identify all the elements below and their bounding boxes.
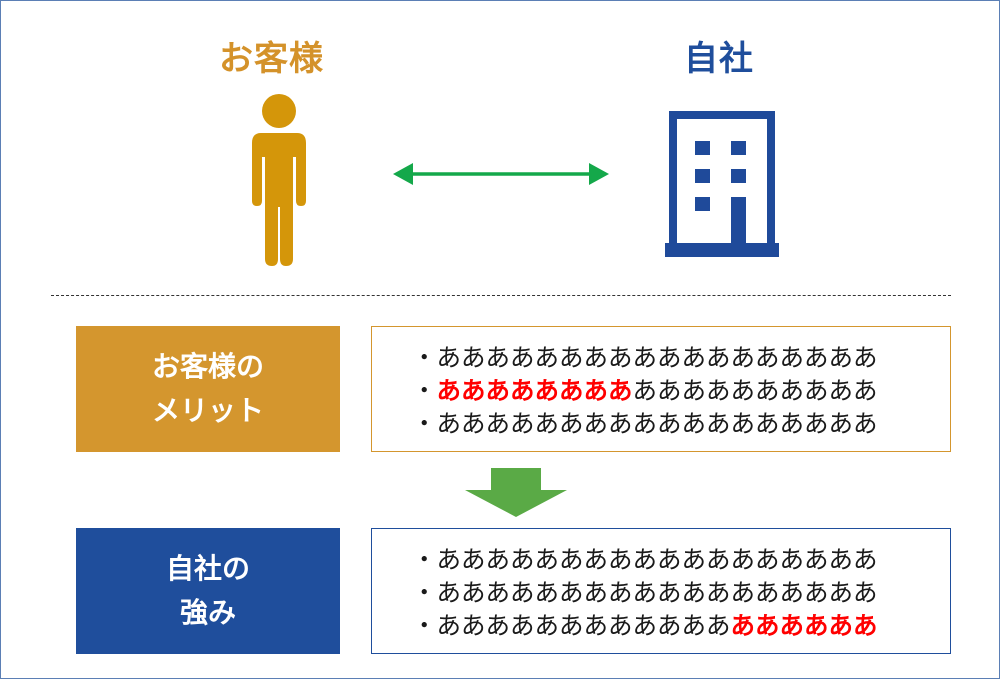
strength-line-1: ・ああああああああああああああああああ xyxy=(412,545,878,574)
customer-merit-title-line2: メリット xyxy=(151,394,264,427)
customer-merit-title: お客様の メリット xyxy=(76,326,340,452)
company-label: 自社 xyxy=(684,39,754,79)
customer-merit-list: ・ああああああああああああああああああ ・ああああああああああああああああああ … xyxy=(371,326,951,452)
customer-label: お客様 xyxy=(219,39,324,79)
person-icon xyxy=(252,94,306,266)
customer-merit-title-line1: お客様の xyxy=(151,350,264,383)
section-divider xyxy=(51,295,951,296)
company-strength-title-line1: 自社の xyxy=(165,552,250,585)
strength-line-2: ・ああああああああああああああああああ xyxy=(412,578,878,607)
strength-line-3: ・ああああああああああああああああああ xyxy=(412,611,878,640)
company-strength-title: 自社の 強み xyxy=(76,528,340,654)
company-strength-title-line2: 強み xyxy=(179,596,236,629)
merit-line-1: ・ああああああああああああああああああ xyxy=(412,343,878,372)
company-strength-list: ・ああああああああああああああああああ ・ああああああああああああああああああ … xyxy=(371,528,951,654)
building-icon xyxy=(665,111,779,257)
merit-line-2: ・ああああああああああああああああああ xyxy=(412,376,878,405)
merit-line-3: ・ああああああああああああああああああ xyxy=(412,409,878,438)
down-arrow-icon xyxy=(465,468,567,517)
double-arrow-icon xyxy=(393,163,609,185)
